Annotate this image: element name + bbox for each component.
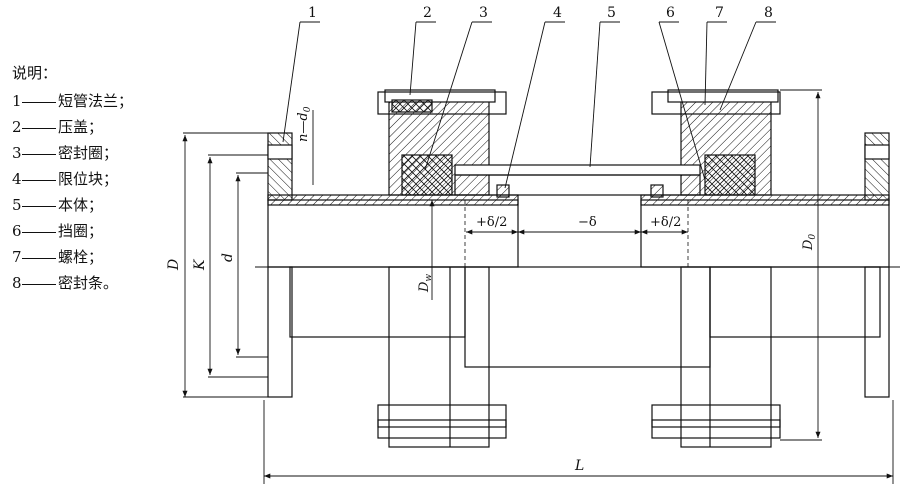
legend-item-number: 5 (12, 196, 22, 214)
legend-item-number: 7 (12, 248, 22, 266)
legend-item-7: 7 螺栓； (12, 244, 162, 270)
legend-item-number: 8 (12, 274, 22, 292)
legend-item-4: 4 限位块； (12, 166, 162, 192)
legend-item-text: 短管法兰； (58, 92, 134, 110)
dim-D0-sub: 0 (808, 234, 818, 240)
legend-item-number: 2 (12, 118, 22, 136)
legend-title: 说明： (12, 64, 58, 82)
dim-D: D (166, 259, 182, 271)
right-pipe-lower (709, 266, 881, 338)
dim-D0: D0 (801, 234, 818, 251)
dim-n-d0: n—d0 (296, 106, 313, 142)
legend-item-5: 5 本体； (12, 192, 162, 218)
legend-item-number: 1 (12, 92, 22, 110)
dim-plus-delta-half-right: +δ/2 (650, 215, 681, 230)
legend-dash (22, 101, 56, 103)
callout-5: 5 (607, 5, 616, 21)
bolt-top-right (651, 91, 781, 115)
bolt-top-left (377, 91, 507, 115)
dim-plus-delta-half-left: +δ/2 (476, 215, 507, 230)
body-lower (464, 266, 711, 368)
legend-item-text: 密封圈； (58, 144, 119, 162)
callout-3: 3 (479, 5, 488, 21)
left-pipe-lower (289, 266, 466, 338)
dim-D0-main: D (801, 239, 816, 251)
dim-Dw-sub: w (424, 274, 434, 282)
stop-block-right (650, 184, 664, 198)
legend-item-3: 3 密封圈； (12, 140, 162, 166)
right-flange-lower (864, 266, 890, 398)
legend-dash (22, 257, 56, 259)
callout-2: 2 (423, 5, 432, 21)
left-flange-upper (267, 132, 293, 201)
callout-4: 4 (553, 5, 562, 21)
legend-dash (22, 283, 56, 285)
stop-block-left (496, 184, 510, 198)
legend-item-text: 螺栓； (58, 248, 104, 266)
legend-item-number: 4 (12, 170, 22, 188)
legend-item-6: 6 挡圈； (12, 218, 162, 244)
legend-item-number: 6 (12, 222, 22, 240)
legend-dash (22, 205, 56, 207)
legend-dash (22, 231, 56, 233)
dim-n-d0-sub: 0 (303, 106, 313, 112)
legend-dash (22, 153, 56, 155)
left-flange-lower (267, 266, 293, 398)
dim-L: L (574, 458, 584, 474)
legend-item-text: 挡圈； (58, 222, 104, 240)
callout-7: 7 (715, 5, 724, 21)
legend-dash (22, 179, 56, 181)
left-pipe (267, 199, 519, 268)
right-gland-lower (680, 266, 772, 448)
dim-K: K (192, 258, 208, 271)
callout-1: 1 (308, 5, 317, 21)
left-gland-lower (388, 266, 490, 448)
legend-item-text: 密封条。 (58, 274, 119, 292)
dim-minus-delta: −δ (578, 215, 597, 230)
right-pipe (640, 199, 890, 268)
legend-item-number: 3 (12, 144, 22, 162)
dim-d: d (220, 253, 236, 262)
bolt-bottom-left (377, 404, 507, 428)
legend-dash (22, 127, 56, 129)
legend: 说明： 1 短管法兰； 2 压盖； 3 密封圈； 4 限位块； 5 本体； 6 挡圈； 7 螺… (12, 64, 162, 296)
dim-Dw: Dw (417, 274, 434, 293)
callout-8: 8 (764, 5, 773, 21)
legend-item-1: 1 短管法兰； (12, 88, 162, 114)
legend-item-2: 2 压盖； (12, 114, 162, 140)
legend-item-8: 8 密封条。 (12, 270, 162, 296)
legend-item-text: 本体； (58, 196, 104, 214)
body-sleeve (454, 164, 701, 176)
dim-n-d0-main: n—d (296, 112, 311, 142)
dim-Dw-main: D (417, 281, 432, 293)
callout-6: 6 (666, 5, 675, 21)
right-flange-upper (864, 132, 890, 201)
legend-item-text: 压盖； (58, 118, 104, 136)
bolt-bottom-right (651, 404, 781, 428)
legend-item-text: 限位块； (58, 170, 119, 188)
